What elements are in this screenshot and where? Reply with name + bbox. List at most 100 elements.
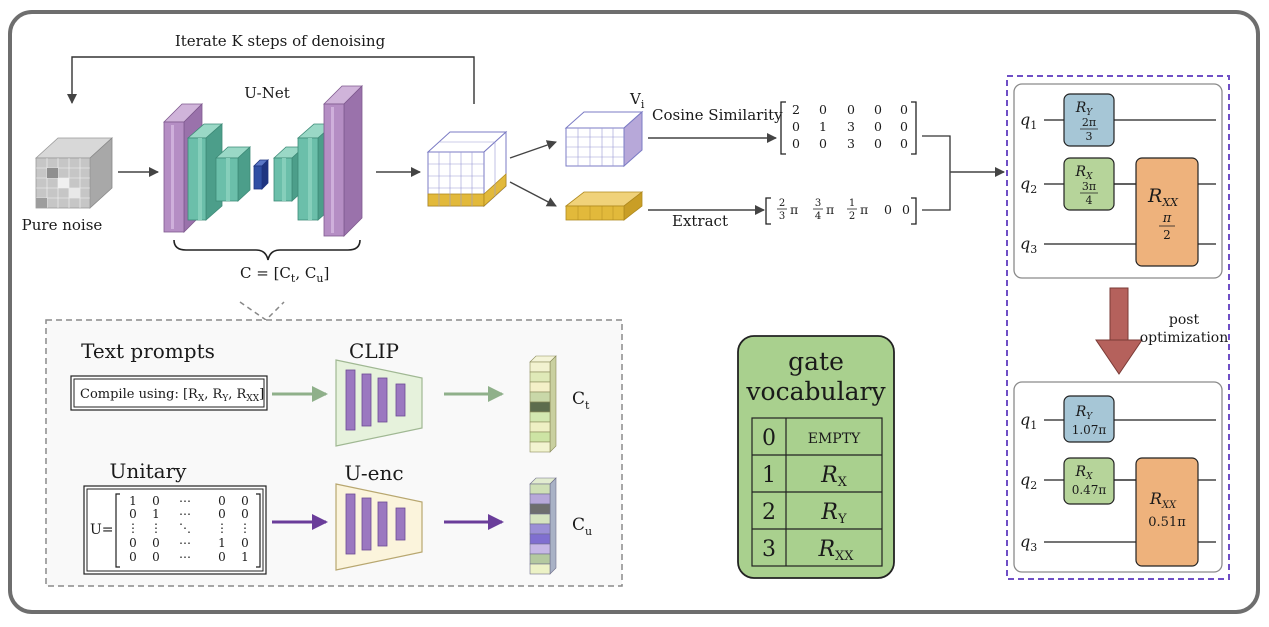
unitary-cell: 0 (241, 536, 249, 550)
vocab-title-line1: gate (788, 347, 844, 376)
q1-after-label: q1 (1020, 410, 1037, 432)
gate-matrix-cell: 0 (847, 102, 855, 117)
rx-after-value: 0.47π (1072, 483, 1107, 497)
iterate-label: Iterate K steps of denoising (175, 32, 386, 50)
param-tensor-slab (564, 191, 644, 221)
rxx-den: 2 (1163, 228, 1171, 242)
vi-label: Vi (629, 90, 645, 111)
gate-matrix-cell: 1 (819, 119, 827, 134)
unitary-cell: ⋯ (179, 507, 191, 521)
split-arrow-bottom (509, 181, 557, 207)
gate-matrix-cell: 3 (847, 119, 855, 134)
rxx-gate-after (1135, 457, 1199, 567)
unitary-cell: ⋮ (127, 521, 139, 535)
p3-pi: π (860, 202, 868, 217)
unitary-cell: 0 (218, 494, 226, 508)
unitary-cell: 0 (152, 536, 160, 550)
text-prompts-title: Text prompts (81, 339, 215, 363)
post-opt-label-2: optimization (1140, 330, 1229, 346)
gate-matrix-cell: 0 (819, 102, 827, 117)
rx-den: 4 (1086, 194, 1093, 207)
unitary-cell: ⋮ (216, 521, 228, 535)
unitary-cell: 0 (152, 494, 160, 508)
unitary-cell: ⋮ (239, 521, 251, 535)
rxx-num: π (1162, 211, 1172, 226)
rxx-after-value: 0.51π (1148, 515, 1186, 530)
unitary-cell: 0 (129, 536, 137, 550)
unitary-cell: 1 (218, 536, 226, 550)
circuit-after: q1 q2 q3 RY 1.07π RX 0.47π RXX 0.51π (1013, 381, 1223, 573)
iterate-loop-arrow (67, 56, 475, 104)
svg-text:RXX: RXX (1149, 489, 1177, 511)
vocab-gate-3: RXX (817, 537, 854, 564)
unitary-cell: 0 (129, 550, 137, 564)
gate-matrix-cell: 0 (900, 136, 908, 151)
p2-num: 3 (815, 198, 821, 209)
p2-den: 4 (815, 211, 821, 222)
ry-after-value: 1.07π (1072, 423, 1107, 437)
circuit-before: q1 q2 q3 RY 2π 3 RX 3π 4 RXX π 2 (1013, 83, 1223, 279)
post-optimization-arrow (1095, 287, 1143, 375)
gate-vocabulary-card: gate vocabulary 0 EMPTY 1 RX 2 RY 3 RXX (737, 335, 895, 579)
p1-pi: π (790, 202, 798, 217)
gate-matrix-cell: 0 (792, 119, 800, 134)
p2-pi: π (826, 202, 834, 217)
q2-after-label: q2 (1020, 470, 1037, 492)
rx-gate-after (1063, 457, 1115, 505)
ry-num: 2π (1082, 116, 1096, 129)
unet-brace (173, 239, 361, 261)
gate-matrix-cell: 0 (874, 136, 882, 151)
unitary-cell: 0 (218, 507, 226, 521)
rx-num: 3π (1082, 180, 1096, 193)
merge-connector (922, 135, 951, 211)
p4-zero: 0 (884, 202, 892, 217)
prompt-text: Compile using: [RX, RY, RXX] (80, 387, 264, 404)
cu-embedding-vector (529, 477, 557, 575)
p1-num: 2 (779, 198, 785, 209)
ct-embedding-vector (529, 355, 557, 453)
unitary-cell: 0 (152, 550, 160, 564)
p3-num: 1 (849, 198, 855, 209)
gate-matrix-cell: 3 (847, 136, 855, 151)
unitary-cell: 1 (241, 550, 249, 564)
unitary-cell: 0 (129, 507, 137, 521)
extract-label: Extract (672, 212, 728, 230)
gate-matrix-cell: 0 (900, 119, 908, 134)
vocab-title-line2: vocabulary (745, 377, 886, 406)
output-tensor-cube (426, 130, 508, 208)
gate-matrix-cell: 0 (792, 136, 800, 151)
p3-den: 2 (849, 211, 855, 222)
unitary-cell: 0 (218, 550, 226, 564)
vocab-index-1: 1 (762, 463, 776, 488)
unitary-cell: ⋯ (179, 536, 191, 550)
gate-matrix-cell: 0 (819, 136, 827, 151)
p1-den: 3 (779, 211, 785, 222)
svg-text:RY: RY (1075, 404, 1094, 422)
gate-matrix-cell: 0 (874, 119, 882, 134)
unitary-cell: 0 (241, 507, 249, 521)
vocab-gate-2: RY (820, 500, 847, 527)
q2-label: q2 (1020, 174, 1037, 196)
unitary-cell: 1 (129, 494, 137, 508)
svg-text:RY: RY (1075, 100, 1094, 118)
vocab-index-2: 2 (762, 500, 776, 525)
post-opt-label-1: post (1169, 312, 1200, 328)
unitary-cell: 1 (152, 507, 160, 521)
unitary-cell: ⋱ (179, 521, 191, 535)
gate-tensor-cube (564, 110, 644, 168)
ry-gate-after (1063, 395, 1115, 443)
unitary-cell: ⋮ (150, 521, 162, 535)
vocab-index-3: 3 (762, 537, 776, 562)
vocab-gate-0: EMPTY (808, 431, 861, 447)
pure-noise-cube (34, 137, 114, 209)
ct-label: Ct (572, 389, 590, 412)
unitary-cell: ⋯ (179, 550, 191, 564)
p5-zero: 0 (902, 202, 910, 217)
ry-gate (1063, 93, 1115, 147)
pure-noise-label: Pure noise (22, 216, 103, 234)
vocab-index-0: 0 (762, 426, 776, 451)
uenc-encoder (335, 483, 423, 571)
